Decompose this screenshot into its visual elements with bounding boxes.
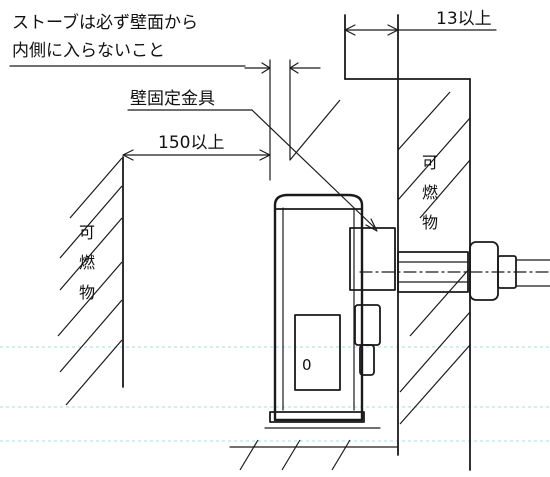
combustible-left: 可 燃 物 xyxy=(79,223,95,302)
bracket-callout: 壁固定金具 xyxy=(127,89,378,232)
dimension-13-label: 13以上 xyxy=(436,9,492,29)
right-combustible-wall xyxy=(344,14,471,471)
dimension-150-label: 150以上 xyxy=(158,133,224,153)
floor xyxy=(229,439,399,471)
combustible-left-char-1: 可 xyxy=(79,223,95,242)
dimension-150: 150以上 xyxy=(122,133,271,161)
combustible-right-char-2: 燃 xyxy=(422,183,438,202)
scan-guides xyxy=(0,346,550,442)
side-handle xyxy=(354,304,381,376)
combustible-left-char-2: 燃 xyxy=(79,253,95,272)
bracket-label: 壁固定金具 xyxy=(130,89,215,109)
exhaust-pipe xyxy=(359,241,550,301)
dimension-13: 13以上 xyxy=(344,9,497,36)
stove-body xyxy=(264,193,381,429)
wall-bracket xyxy=(349,227,396,291)
warning-note: ストーブは必ず壁面から 内側に入らないこと xyxy=(9,12,246,67)
left-combustible-wall xyxy=(57,156,124,406)
inner-wall-arrows xyxy=(244,62,321,74)
note-line-1: ストーブは必ず壁面から xyxy=(12,12,198,33)
upper-wall-edges xyxy=(269,59,341,181)
combustible-right: 可 燃 物 xyxy=(422,153,438,232)
note-line-2: 内側に入らないこと xyxy=(12,41,165,61)
panel-digit: 0 xyxy=(302,356,312,374)
control-panel: 0 xyxy=(294,314,341,391)
combustible-left-char-3: 物 xyxy=(79,283,95,302)
combustible-right-char-1: 可 xyxy=(422,153,438,172)
combustible-right-char-3: 物 xyxy=(422,213,438,232)
